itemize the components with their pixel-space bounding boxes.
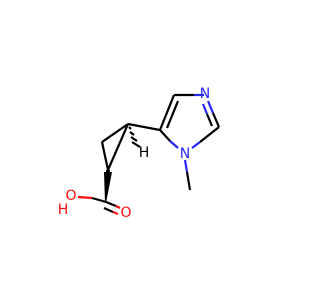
atom-h-hydroxyl: H [58,202,69,218]
imidazole-ring [158,93,221,149]
bond-n-methyl-a [183,159,189,173]
atom-n-methyl: N [180,146,190,162]
bond-ring-to-imidazole [127,122,161,132]
atom-n-imine: N [200,86,210,102]
molecule-structure: N N H O H O [58,86,221,221]
cyclopropane-ring [100,123,130,171]
bond-ring-right [106,123,130,171]
bond-ring-top [101,123,129,143]
bond-n-methyl-b [185,171,192,191]
atom-h-upper: H [139,145,150,161]
atom-o-hydroxyl: O [65,188,76,204]
structure-canvas: N N H O H O [57,86,221,221]
carboxyl-group [77,195,121,216]
hashed-bond-upper-h [128,126,141,148]
bond-ring-left [100,141,110,171]
atom-o-carbonyl: O [120,205,131,221]
